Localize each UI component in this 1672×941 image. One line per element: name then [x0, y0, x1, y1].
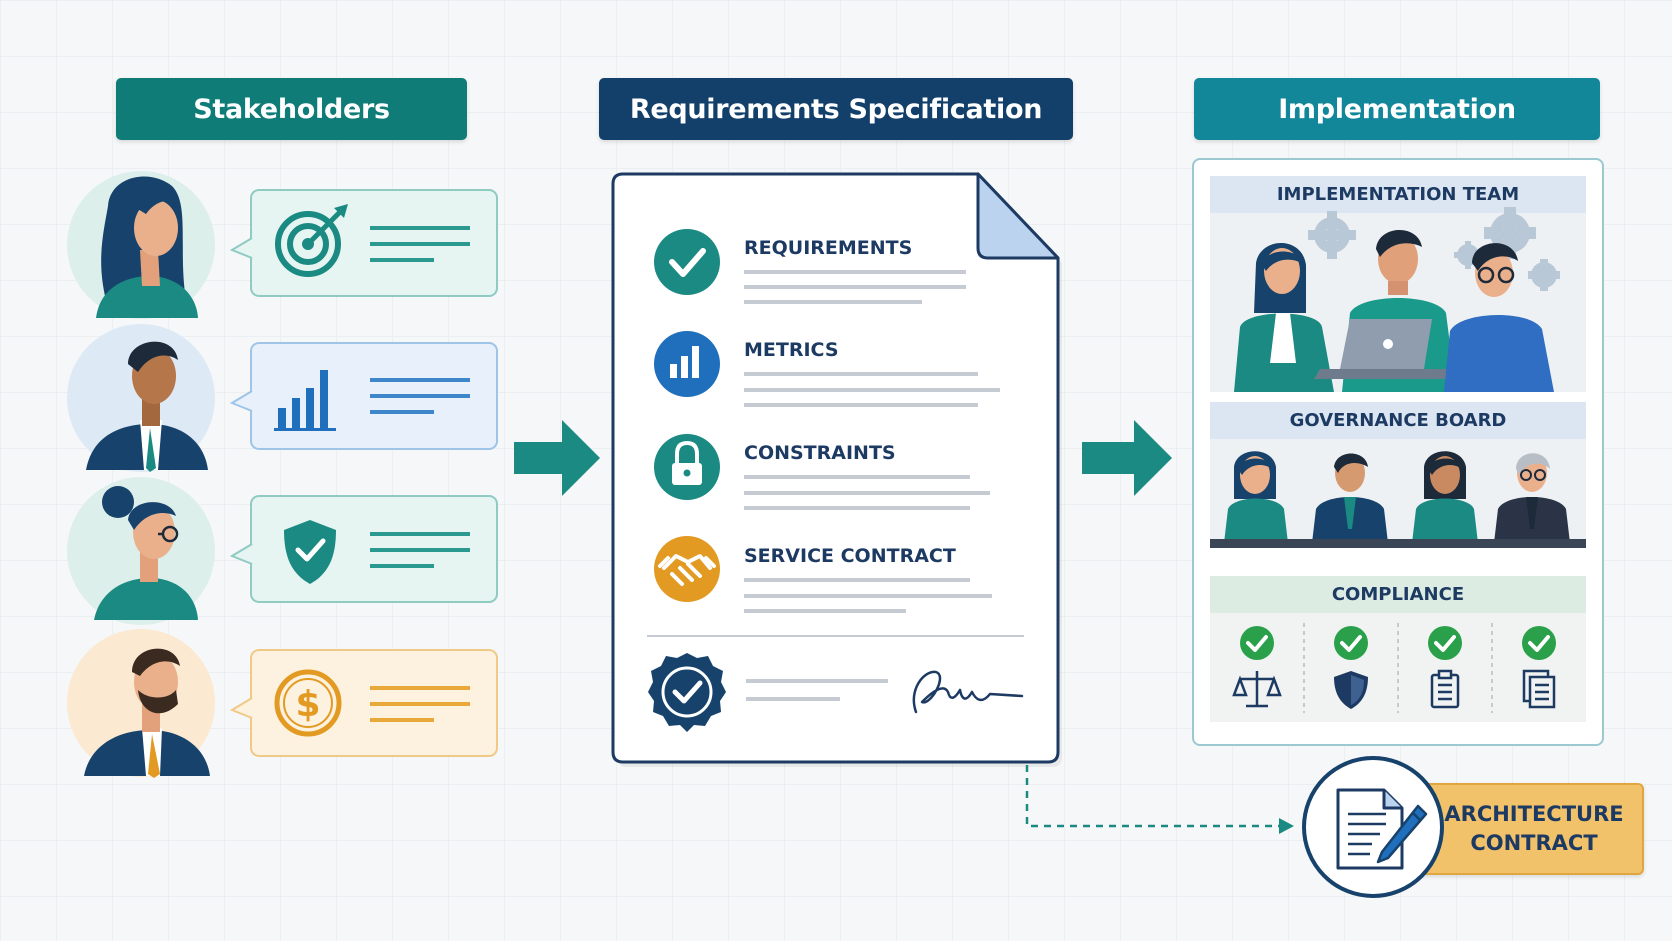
- implementation-title: Implementation: [1278, 93, 1516, 125]
- governance-board-illustration: [1210, 451, 1586, 548]
- lock-icon: [672, 440, 702, 485]
- woman-glasses-avatar-icon: [94, 486, 198, 620]
- board-table: [1210, 539, 1586, 548]
- doc-section-label: CONSTRAINTS: [744, 442, 896, 464]
- page-fold-icon: [976, 172, 1060, 260]
- signature-icon: [912, 670, 1024, 714]
- stakeholder-card-2: [229, 342, 498, 450]
- stakeholders-header: Stakeholders: [116, 78, 467, 140]
- board-title: GOVERNANCE BOARD: [1210, 402, 1586, 439]
- board-member-4: [1494, 453, 1570, 543]
- compliance-items: [1232, 623, 1556, 713]
- implementation-header: Implementation: [1194, 78, 1600, 140]
- compliance-check-1: [1232, 626, 1282, 708]
- stakeholders-title: Stakeholders: [193, 93, 390, 125]
- arrowhead-icon: [1279, 818, 1294, 834]
- bar-chart-icon: [274, 370, 336, 431]
- pen-icon: [1376, 804, 1428, 864]
- stakeholder-3: [67, 477, 215, 625]
- svg-text:$: $: [295, 684, 320, 725]
- documents-icon: [1522, 669, 1556, 709]
- team-member-woman: [1234, 243, 1334, 392]
- team-member-man-glasses: [1444, 243, 1554, 392]
- doc-section-service-contract: SERVICE CONTRACT: [654, 536, 992, 613]
- gear-icon: [1528, 259, 1560, 291]
- flow-arrow-to-implementation: [1082, 420, 1172, 496]
- architecture-contract-line2: CONTRACT: [1470, 831, 1598, 855]
- doc-section-label: METRICS: [744, 339, 839, 361]
- shield-check-icon: [284, 520, 336, 584]
- stakeholder-card-4: $: [229, 649, 498, 757]
- compliance-check-2: [1334, 626, 1368, 709]
- architecture-contract-line1: ARCHITECTURE: [1444, 802, 1624, 826]
- flow-arrow-to-spec: [514, 420, 600, 496]
- scales-icon: [1232, 671, 1282, 708]
- stakeholders-column: $: [67, 171, 498, 778]
- woman-avatar-icon: [96, 176, 198, 318]
- text-lines: [370, 532, 470, 568]
- doc-section-label: SERVICE CONTRACT: [744, 545, 956, 567]
- board-member-2: [1312, 453, 1388, 543]
- doc-section-constraints: CONSTRAINTS: [654, 434, 990, 510]
- document-sheet: [611, 172, 1060, 764]
- compliance-check-4: [1522, 626, 1556, 709]
- handshake-icon: [658, 554, 716, 586]
- target-icon: [275, 204, 348, 277]
- requirements-title: Requirements Specification: [629, 93, 1043, 125]
- stakeholder-4: [67, 629, 215, 778]
- bar-chart-icon: [670, 346, 699, 378]
- team-title: IMPLEMENTATION TEAM: [1210, 176, 1586, 213]
- text-lines: [370, 378, 470, 414]
- implementation-team-illustration: [1234, 207, 1560, 392]
- stakeholder-card-3: [229, 495, 498, 603]
- architecture-contract-badge: [1302, 756, 1444, 898]
- doc-section-metrics: METRICS: [654, 331, 1000, 407]
- stakeholder-1: [67, 171, 215, 319]
- board-member-3: [1412, 451, 1478, 543]
- contract-document-icon: [1336, 788, 1404, 870]
- gear-icon: [1308, 211, 1356, 259]
- compliance-title: COMPLIANCE: [1210, 576, 1586, 613]
- doc-section-label: REQUIREMENTS: [744, 237, 912, 259]
- text-lines: [370, 226, 470, 262]
- stakeholder-card-1: [229, 189, 498, 297]
- requirements-header: Requirements Specification: [599, 78, 1073, 140]
- dollar-icon: $: [274, 669, 342, 737]
- stakeholder-2: [67, 324, 215, 472]
- clipboard-icon: [1430, 669, 1460, 709]
- laptop-icon: [1314, 319, 1456, 379]
- architecture-contract-label: ARCHITECTURE CONTRACT: [1444, 800, 1624, 858]
- gear-icon: [1484, 207, 1536, 259]
- text-lines: [370, 686, 470, 722]
- businessman-avatar-icon: [86, 341, 208, 472]
- approval-seal-icon: [648, 653, 726, 732]
- doc-section-requirements: REQUIREMENTS: [654, 229, 966, 304]
- check-circle-icon: [654, 229, 720, 295]
- board-member-1: [1224, 451, 1288, 543]
- bearded-man-avatar-icon: [84, 648, 210, 778]
- compliance-check-3: [1428, 626, 1462, 709]
- implementation-panel: IMPLEMENTATION TEAM: [1192, 158, 1604, 746]
